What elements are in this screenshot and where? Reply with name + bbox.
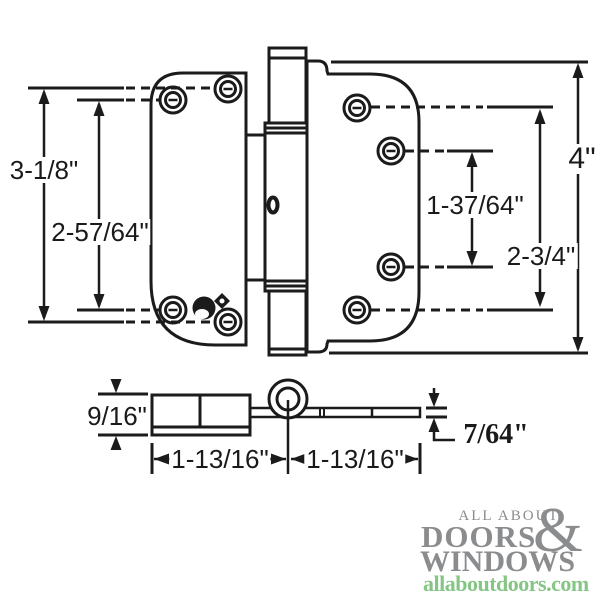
dim-9-16-arrow bbox=[98, 379, 148, 450]
logo-ampersand: & bbox=[533, 494, 583, 565]
dim-label-width-left: 1-13/16" bbox=[169, 444, 271, 474]
dim-label-width-right: 1-13/16" bbox=[304, 444, 406, 474]
screw-hole bbox=[342, 93, 372, 123]
dim-4-arrow bbox=[572, 63, 584, 352]
left-leaf bbox=[149, 71, 248, 347]
screw-hole bbox=[213, 307, 243, 337]
pin-bottom bbox=[267, 289, 308, 357]
adjustment-cam bbox=[192, 293, 230, 320]
screw-holes-right bbox=[342, 93, 406, 325]
dim-label-3-1-8: 3-1/8" bbox=[7, 155, 81, 185]
logo-url: allaboutdoors.com bbox=[423, 571, 589, 596]
logo-windows: WINDOWS bbox=[420, 545, 576, 578]
brand-logo: ALL ABOUT DOORS & WINDOWS allaboutdoors.… bbox=[418, 494, 600, 600]
dim-2-57-64-arrow bbox=[93, 101, 105, 309]
dim-3-1-8-arrow bbox=[38, 89, 50, 321]
screw-hole bbox=[213, 74, 243, 104]
left-leaf-profile bbox=[150, 393, 252, 437]
dim-label-1-37-64: 1-37/64" bbox=[424, 190, 526, 220]
screw-hole bbox=[376, 252, 406, 282]
screw-hole bbox=[376, 136, 406, 166]
top-view-dimensions bbox=[98, 379, 455, 474]
dim-label-7-64: 7/64" bbox=[461, 419, 531, 450]
front-view bbox=[149, 46, 421, 357]
set-screw-hole bbox=[266, 195, 280, 215]
dim-label-4: 4" bbox=[566, 142, 598, 175]
logo-all-about: ALL ABOUT bbox=[458, 508, 560, 524]
logo-doors: DOORS bbox=[421, 519, 537, 554]
barrel-profile bbox=[267, 378, 309, 420]
dim-label-9-16: 9/16" bbox=[85, 401, 149, 431]
front-view-dimensions bbox=[28, 60, 588, 355]
hinge-barrel bbox=[263, 46, 310, 357]
top-view bbox=[150, 378, 422, 474]
screw-hole bbox=[342, 295, 372, 325]
dim-label-2-3-4: 2-3/4" bbox=[504, 241, 578, 271]
dim-2-3-4-arrow bbox=[534, 109, 546, 307]
dim-7-64-arrow bbox=[426, 388, 455, 442]
dim-label-2-57-64: 2-57/64" bbox=[49, 217, 151, 247]
